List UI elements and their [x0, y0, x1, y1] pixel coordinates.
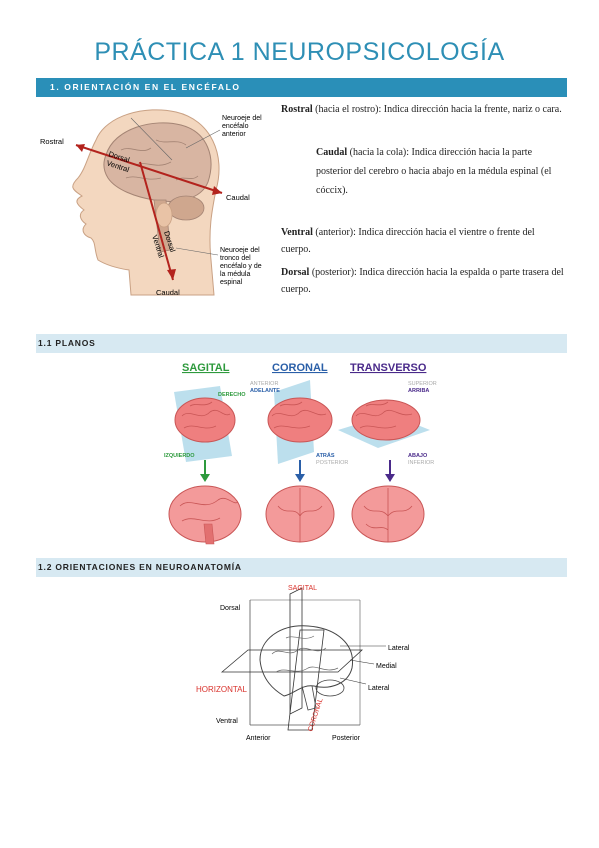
label-transverso: TRANSVERSO — [350, 362, 427, 374]
label-medial: Medial — [376, 663, 397, 670]
label-inferior: INFERIOR — [408, 460, 434, 466]
section-heading-orientacion: 1. ORIENTACIÓN EN EL ENCÉFALO — [36, 78, 567, 97]
section-heading-planos: 1.1 PLANOS — [36, 334, 567, 353]
label-arriba: ARRIBA — [408, 388, 429, 394]
label-horizontal: HORIZONTAL — [196, 685, 248, 694]
label-abajo: ABAJO — [408, 453, 428, 459]
label-lateral-bottom: Lateral — [368, 685, 390, 692]
cerebellum-shape — [167, 195, 205, 221]
caudal-definition: Caudal (hacia la cola): Indica dirección… — [316, 147, 552, 196]
label-dorsal: Dorsal — [220, 605, 241, 612]
label-caudal-right: Caudal — [226, 193, 250, 202]
dorsal-definition: Dorsal (posterior): Indica dirección hac… — [281, 267, 564, 295]
brain-shape — [103, 122, 212, 202]
rostral-definition: Rostral (hacia el rostro): Indica direcc… — [281, 104, 562, 115]
neuroanatomy-figure: SAGITAL Dorsal Lateral Medial Lateral HO… — [196, 585, 410, 742]
dorsal-ventral-arrow — [139, 161, 174, 281]
rostral-caudal-arrow — [75, 144, 223, 194]
label-anterior: ANTERIOR — [250, 381, 278, 387]
label-coronal: CORONAL — [307, 697, 324, 732]
label-rostral: Rostral — [40, 137, 64, 146]
label-caudal-bottom: Caudal — [156, 288, 180, 297]
label-lateral-top: Lateral — [388, 645, 410, 652]
label-coronal: CORONAL — [272, 362, 328, 374]
label-atras: ATRÁS — [316, 452, 335, 459]
section-heading-orientaciones: 1.2 ORIENTACIONES EN NEUROANATOMÍA — [36, 558, 567, 577]
brain-transverso-top — [351, 399, 421, 441]
label-superior: SUPERIOR — [408, 381, 437, 387]
label-neuroeje-anterior: Neuroeje del encéfalo anterior — [222, 115, 264, 138]
label-adelante: ADELANTE — [250, 388, 280, 394]
label-posterior: Posterior — [332, 735, 361, 742]
brain-sagital-top — [174, 397, 236, 443]
label-ventral: Ventral — [216, 718, 238, 725]
ventral-definition: Ventral (anterior): Indica dirección hac… — [281, 227, 535, 255]
label-izquierdo: IZQUIERDO — [164, 453, 195, 459]
planes-figure: SAGITAL CORONAL TRANSVERSO DERECHO IZQUI… — [164, 362, 437, 545]
label-anterior: Anterior — [246, 735, 271, 742]
label-neuroeje-tronco: Neuroeje del tronco del encéfalo y de la… — [220, 247, 264, 286]
label-sagital: SAGITAL — [182, 362, 230, 374]
page-title: PRÁCTICA 1 NEUROPSICOLOGÍA — [94, 38, 505, 66]
section-sagital — [168, 485, 242, 543]
label-posterior: POSTERIOR — [316, 460, 348, 466]
brain-coronal-top — [267, 397, 333, 443]
head-orientation-figure: Rostral Dorsal Ventral Caudal Dorsal Ven… — [40, 109, 264, 297]
label-derecho: DERECHO — [218, 392, 246, 398]
label-sagital: SAGITAL — [288, 585, 317, 592]
brain-lateral-outline — [259, 625, 353, 697]
